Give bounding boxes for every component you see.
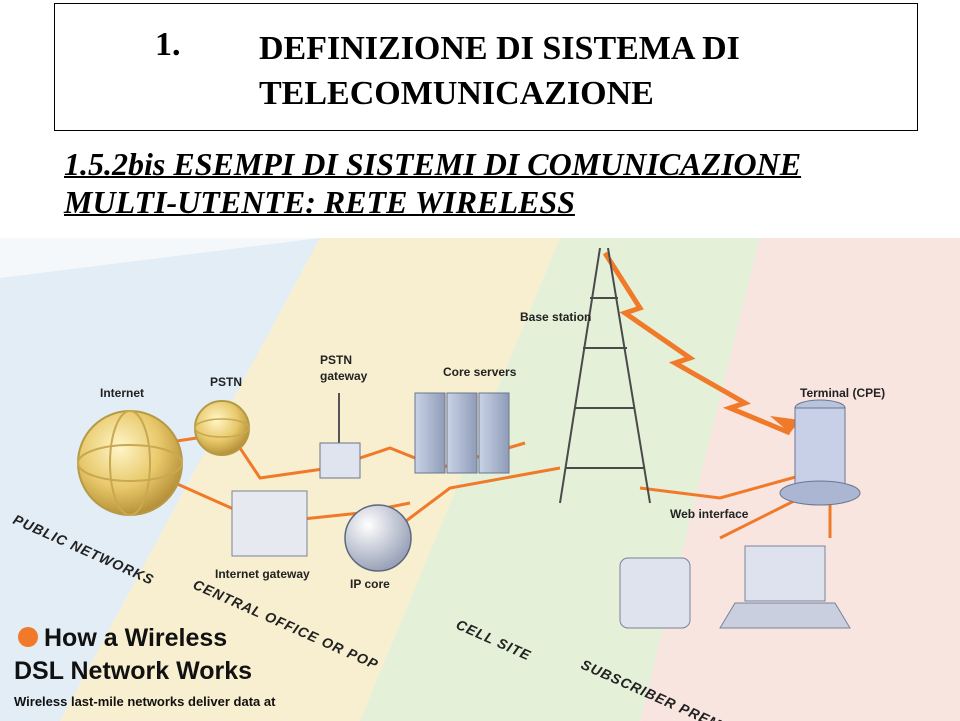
internet-gateway-label: Internet gateway <box>215 567 310 581</box>
page-title: DEFINIZIONE DI SISTEMA DI TELECOMUNICAZI… <box>259 26 740 116</box>
section-number: 1. <box>155 26 181 63</box>
terminal-label: Terminal (CPE) <box>800 386 885 400</box>
title-line-2: TELECOMUNICAZIONE <box>259 75 654 112</box>
caption-bullet-icon <box>18 627 38 647</box>
caption-line-1: How a Wireless <box>44 624 227 652</box>
wireless-signal-arrow <box>770 416 800 433</box>
pstn-gateway-label-2: gateway <box>320 369 368 383</box>
section-heading-line-2: MULTI-UTENTE: RETE WIRELESS <box>64 184 575 220</box>
core-servers-rack <box>414 392 510 474</box>
internet-gateway-device <box>231 490 308 557</box>
ip-core-label: IP core <box>350 577 390 591</box>
section-heading: 1.5.2bis ESEMPI DI SISTEMI DI COMUNICAZI… <box>64 145 801 221</box>
base-station-tower <box>559 247 651 504</box>
laptop-device <box>719 545 851 629</box>
title-line-1: DEFINIZIONE DI SISTEMA DI <box>259 30 740 67</box>
telephone-device <box>619 557 691 629</box>
link-ipcore-basestation <box>389 466 561 535</box>
title-box: 1. DEFINIZIONE DI SISTEMA DI TELECOMUNIC… <box>54 3 918 131</box>
caption-line-2: DSL Network Works <box>14 657 252 685</box>
band-central-office <box>60 238 560 721</box>
caption-line-3: Wireless last-mile networks deliver data… <box>14 694 276 709</box>
web-interface-label: Web interface <box>670 507 749 521</box>
terminal-cpe-device <box>779 399 861 506</box>
core-servers-label: Core servers <box>443 365 517 379</box>
pstn-gateway-label-1: PSTN <box>320 353 352 367</box>
pstn-globe <box>194 400 250 456</box>
ip-core-sphere <box>344 504 412 572</box>
internet-label: Internet <box>100 386 144 400</box>
internet-globe <box>77 410 183 516</box>
pstn-gateway-device <box>319 393 361 479</box>
wireless-signal <box>602 251 791 436</box>
link-terminal-ground <box>639 471 811 500</box>
wireless-network-diagram: Internet PSTN PSTN gateway Core servers … <box>0 238 960 721</box>
pstn-label: PSTN <box>210 375 242 389</box>
section-heading-line-1: 1.5.2bis ESEMPI DI SISTEMI DI COMUNICAZI… <box>64 146 802 182</box>
base-station-label: Base station <box>520 310 591 324</box>
